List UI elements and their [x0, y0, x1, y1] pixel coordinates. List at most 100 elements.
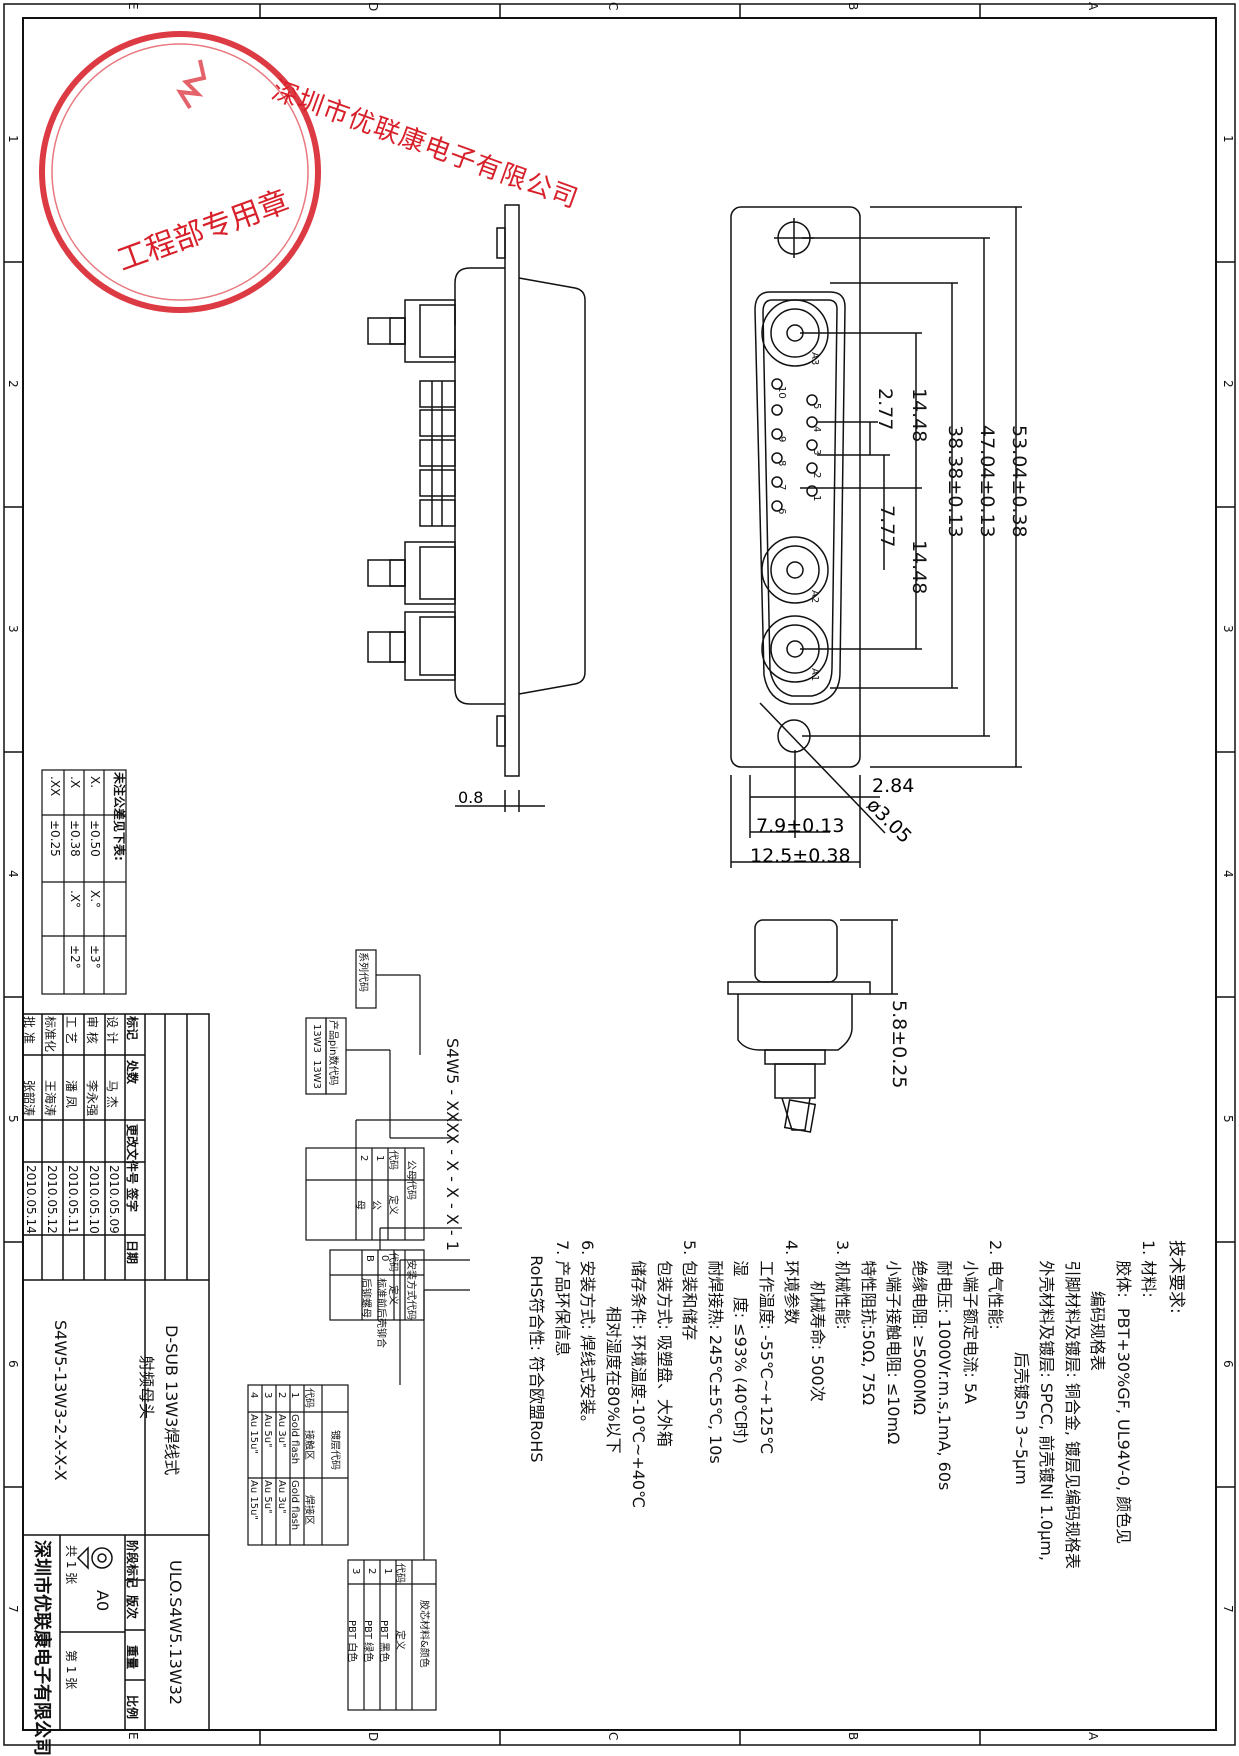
plating-row3-code: 3 [262, 1392, 273, 1399]
tech-requirement-line: 引脚材料及镀层: 铜合金, 镀层见编码规格表 [1062, 1240, 1082, 1569]
tol-r2-c3: .X° [68, 890, 82, 909]
tech-requirements-title: 技术要求: [1166, 1240, 1186, 1314]
zone-label-right-7: 7 [1221, 1605, 1235, 1613]
tol-r1-c4: ±3° [88, 945, 102, 969]
dim-7-9: 7.9±0.13 [756, 815, 845, 837]
tb-scale-label: 比例 [125, 1695, 139, 1720]
plating-row4-contact: Au 15u" [248, 1414, 259, 1455]
tb-drawing-number: ULO.S4W5.13W32 [166, 1560, 185, 1706]
gender-row1-def: 公 [370, 1200, 381, 1210]
tol-r2-c4: ±2° [68, 945, 82, 969]
tb-head-date: 日期 [125, 1240, 139, 1265]
side-view [367, 204, 586, 812]
tb-date-5: 2010.05.14 [24, 1165, 38, 1234]
insulator-head-def: 定义 [394, 1630, 405, 1650]
pin-label-3: 3 [811, 449, 822, 456]
plating-row2-contact: Au 3u" [276, 1414, 287, 1448]
zone-label-left-1: 1 [6, 135, 20, 143]
zone-label-top-a: A [1086, 2, 1100, 11]
tb-role-2: 审 核 [85, 1016, 99, 1044]
tech-requirement-line: 胶体: PBT+30%GF, UL94V-0, 颜色见 [1113, 1240, 1133, 1545]
tech-requirement-line: 3. 机械性能: [833, 1240, 852, 1330]
tech-requirement-line: 耐焊接热: 245℃±5℃, 10s [705, 1240, 725, 1464]
tb-version-label: 版次 [125, 1595, 139, 1620]
zone-label-left-2: 2 [6, 380, 20, 388]
dim-5-8: 5.8±0.25 [888, 1000, 910, 1089]
zone-label-right-4: 4 [1221, 870, 1235, 878]
dim-7-77: 7.77 [876, 505, 898, 548]
zone-label-top-b: B [846, 2, 860, 11]
tech-requirement-line: 外壳材料及镀层: SPCC, 前壳镀Ni 1.0μm, [1037, 1240, 1056, 1561]
gender-row2-code: 2 [358, 1155, 369, 1162]
part-code-tree [247, 949, 470, 1711]
tb-company: 深圳市优联康电子有限公司 [31, 1540, 52, 1756]
gender-title: 公母代码 [405, 1160, 416, 1200]
tb-size: A0 [93, 1590, 112, 1612]
tech-requirement-line: 2. 电气性能: [986, 1240, 1005, 1330]
tb-role-5: 批 准 [22, 1016, 36, 1044]
zone-label-left-6: 6 [6, 1360, 20, 1368]
tech-requirement-line: 包装方式: 吸塑盘、大外箱 [654, 1240, 674, 1447]
tb-role-3: 工 艺 [64, 1016, 78, 1044]
tech-requirement-line: 绝缘电阻: ≥5000MΩ [909, 1240, 929, 1415]
tech-requirement-line: 1. 材料: [1139, 1240, 1158, 1298]
pin-label-a2: A2 [809, 590, 820, 604]
pin-label-a3: A3 [809, 352, 820, 366]
end-view [727, 919, 898, 1133]
tech-requirement-line: 小端子额定电流: 5A [960, 1240, 980, 1404]
zone-label-bottom-d: D [366, 1732, 380, 1742]
mount-row2-def: 后铆螺母 [360, 1278, 371, 1318]
zone-label-right-1: 1 [1221, 135, 1235, 143]
tolerance-table-grid [41, 769, 127, 995]
zone-label-left-4: 4 [6, 870, 20, 878]
tech-requirement-line: 机械寿命: 500次 [807, 1240, 827, 1402]
tb-name-2: 李永强 [85, 1080, 99, 1117]
gender-row2-def: 母 [354, 1200, 365, 1210]
plating-row4-code: 4 [248, 1392, 259, 1399]
tech-requirement-line: 6. 安装方式: 焊线式安装。 [578, 1240, 597, 1431]
pin-label-7: 7 [776, 484, 787, 491]
tb-date-4: 2010.05.12 [45, 1165, 59, 1234]
plating-row1-contact: Gold flash [289, 1414, 300, 1465]
dim-12-5: 12.5±0.38 [750, 845, 851, 867]
plating-row3-contact: Au 5u" [262, 1414, 273, 1448]
tech-requirement-line: 储存条件: 环境温度-10℃~+40℃ [629, 1240, 648, 1509]
insulator-row1-def: PBT 黑色 [378, 1620, 389, 1663]
tb-product-name-1: D-SUB 13W3焊线式 [162, 1325, 181, 1476]
tb-name-3: 潘 凤 [64, 1080, 78, 1108]
pin-label-5: 5 [811, 403, 822, 410]
tol-r3-c1: .XX [48, 776, 62, 797]
series-code-label: 系列代码 [357, 952, 368, 992]
tol-r1-c2: ±0.50 [88, 820, 102, 857]
zone-label-bottom-a: A [1086, 1732, 1100, 1741]
tb-role-1: 设 计 [105, 1016, 119, 1044]
insulator-row3-def: PBT 白色 [346, 1620, 357, 1663]
mount-row1-def: 标准前后壳铆合 [375, 1278, 386, 1348]
tb-product-name-2: 射频母头 [137, 1355, 156, 1420]
tech-requirement-line: 5. 包装和储存 [680, 1240, 699, 1341]
tech-requirement-line: RoHS符合性: 符合欧盟RoHS [527, 1240, 546, 1463]
mount-title: 安装方式代码 [405, 1260, 416, 1320]
tol-r2-c2: ±0.38 [68, 820, 82, 857]
zone-label-right-6: 6 [1221, 1360, 1235, 1368]
tb-head-mark: 标记 [125, 1016, 139, 1041]
mount-row2-code: B [364, 1255, 375, 1262]
dim-2-77: 2.77 [874, 388, 896, 431]
pin-count-value-2: 13W3 [311, 1060, 322, 1089]
tech-requirement-line: 湿 度: ≤93% (40℃时) [731, 1240, 750, 1445]
pin-label-10: 10 [776, 386, 787, 399]
plating-head-contact: 接触区 [303, 1430, 314, 1460]
dim-53: 53.04±0.38 [1008, 425, 1030, 538]
zone-label-left-7: 7 [6, 1605, 20, 1613]
plating-row3-solder: Au 5u" [262, 1480, 273, 1514]
gender-head-code: 代码 [387, 1150, 398, 1170]
tech-requirement-line: 耐电压: 1000Vr.m.s,1mA, 60s [935, 1240, 954, 1491]
tb-name-1: 马 杰 [105, 1080, 119, 1108]
tol-r3-c2: ±0.25 [48, 820, 62, 857]
insulator-row1-code: 1 [382, 1568, 393, 1575]
zone-label-bottom-c: C [606, 1732, 620, 1741]
tech-requirement-line: 编码规格表 [1088, 1240, 1107, 1371]
plating-row2-solder: Au 3u" [276, 1480, 287, 1514]
dim-0-8: 0.8 [458, 788, 484, 807]
